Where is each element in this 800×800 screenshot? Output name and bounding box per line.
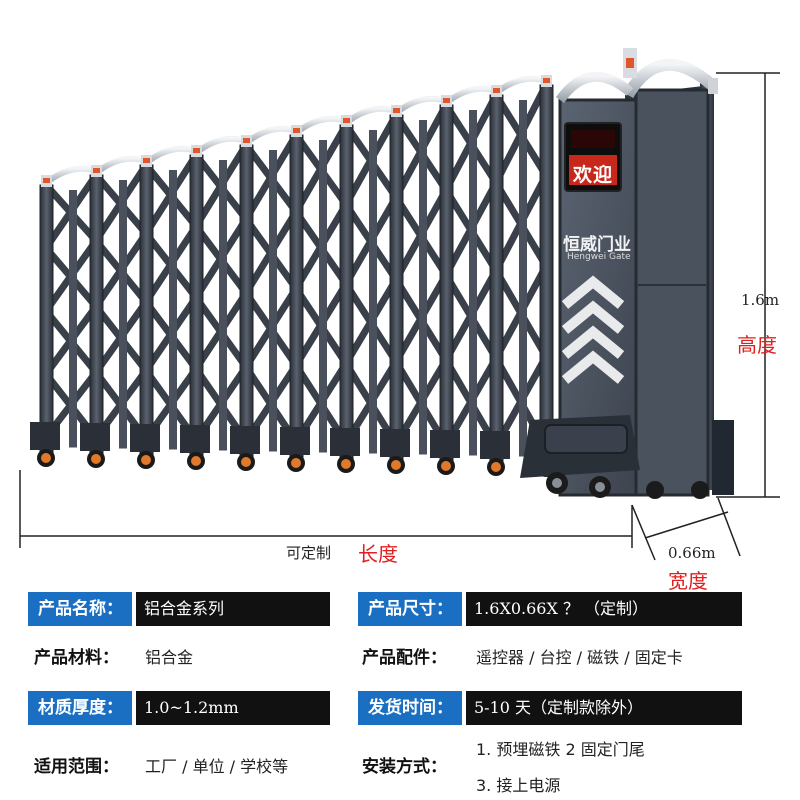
inner-post [519,100,527,457]
product-name-value: 铝合金系列 [136,592,330,626]
welcome-sign: 欢迎 [572,164,613,186]
length-label: 长度 [358,542,398,566]
product-material-value: 铝合金 [145,648,194,667]
dimension-lines [19,72,780,561]
width-label: 宽度 [668,569,708,593]
gate-post [230,125,297,471]
scope-label: 适用范围： [34,757,119,777]
inner-post [419,120,427,455]
gate-post [130,145,197,469]
brand-name-cn: 恒威门业 [563,235,631,255]
inner-post [369,130,377,454]
thickness-value: 1.0~1.2mm [136,691,330,725]
gate-post [380,95,447,474]
scissor-frame [43,83,550,457]
inner-post [219,160,227,451]
inner-post [119,180,127,449]
gate-post [530,75,560,477]
spec-row-1: 产品名称： 铝合金系列 产品尺寸： 1.6X0.66X ？ （定制） [0,592,800,632]
arch [394,95,447,116]
arch [444,85,497,106]
delivery-value: 5-10 天（定制款除外） [466,691,742,725]
arch [344,105,397,126]
inner-post [69,190,77,448]
chevron-arrows [561,275,625,384]
thickness-label: 材质厚度： [28,691,132,725]
arch [294,115,347,136]
inner-post [169,170,177,450]
inner-post [469,110,477,456]
product-material-label: 产品材料： [34,648,119,668]
gate-illustration [19,48,780,561]
spec-row-4: 适用范围： 工厂 / 单位 / 学校等 安装方式： [0,750,800,790]
head-wheels [546,472,709,499]
gate-post [480,75,547,476]
gate-head-unit [520,48,734,499]
scope-value: 工厂 / 单位 / 学校等 [145,757,289,776]
spec-row-3: 材质厚度： 1.0~1.2mm 发货时间： 5-10 天（定制款除外） [0,691,800,731]
product-name-label: 产品名称： [28,592,132,626]
gate-posts [30,75,560,477]
width-value: 0.66m [668,544,716,562]
product-accessories-label: 产品配件： [362,648,447,668]
install-label: 安装方式： [362,757,447,777]
gate-post [180,135,247,470]
install-step-1: 1. 预埋磁铁 2 固定门尾 [476,740,645,759]
product-accessories-value: 遥控器 / 台控 / 磁铁 / 固定卡 [476,648,683,667]
arch [494,75,547,96]
product-size-value: 1.6X0.66X ？ （定制） [466,592,742,626]
spec-row-2: 产品材料： 铝合金 产品配件： 遥控器 / 台控 / 磁铁 / 固定卡 [0,641,800,681]
length-prefix: 可定制 [286,544,332,562]
inner-post [319,140,327,453]
brand-name-en: Hengwei Gate [567,252,631,262]
gate-post [80,155,147,468]
product-size-label: 产品尺寸： [358,592,462,626]
install-step-2: 3. 接上电源 [476,776,561,795]
delivery-label: 发货时间： [358,691,462,725]
inner-post [269,150,277,452]
height-label: 高度 [737,333,777,357]
height-value: 1.6m [741,291,780,309]
